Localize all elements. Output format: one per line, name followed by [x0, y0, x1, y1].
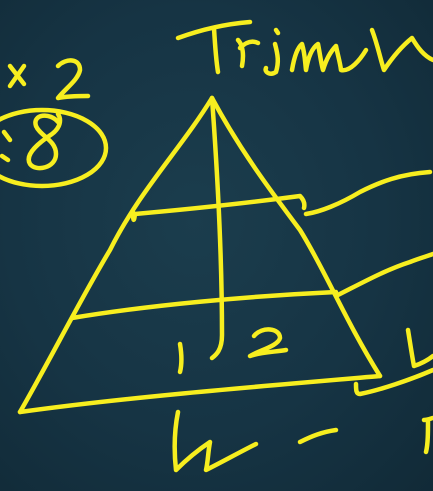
triangle-diagram [17, 95, 383, 415]
heading-handwriting [175, 19, 433, 76]
lower-arrow [353, 367, 433, 397]
heading-letter-m [289, 27, 433, 73]
heading-letter-i [263, 27, 281, 76]
upper-divider [130, 193, 307, 222]
arrows [303, 169, 433, 397]
upper-arrow [303, 169, 433, 217]
base-letter-w [172, 409, 259, 473]
circled-multiplier [0, 58, 109, 189]
number-circle [0, 107, 109, 189]
base-dash [297, 427, 339, 445]
heading-letter-t [175, 19, 253, 75]
number-eight [26, 111, 63, 171]
left-tick [0, 129, 13, 163]
right-cell-number [247, 327, 289, 359]
right-edge-mark [421, 415, 433, 455]
right-margin-letter [405, 327, 433, 369]
triangle-left-side [17, 95, 215, 415]
middle-divider [69, 289, 339, 321]
left-cell-number [177, 341, 184, 375]
triangle-center-line [209, 95, 225, 361]
middle-arrow [333, 251, 433, 299]
multiplier-2 [55, 58, 91, 101]
multiplier-x [7, 63, 27, 89]
heading-letter-r [235, 37, 261, 69]
triangle-right-side [209, 95, 383, 379]
base-width-label [172, 409, 433, 473]
cell-labels [177, 327, 289, 375]
triangle-base [17, 373, 383, 415]
